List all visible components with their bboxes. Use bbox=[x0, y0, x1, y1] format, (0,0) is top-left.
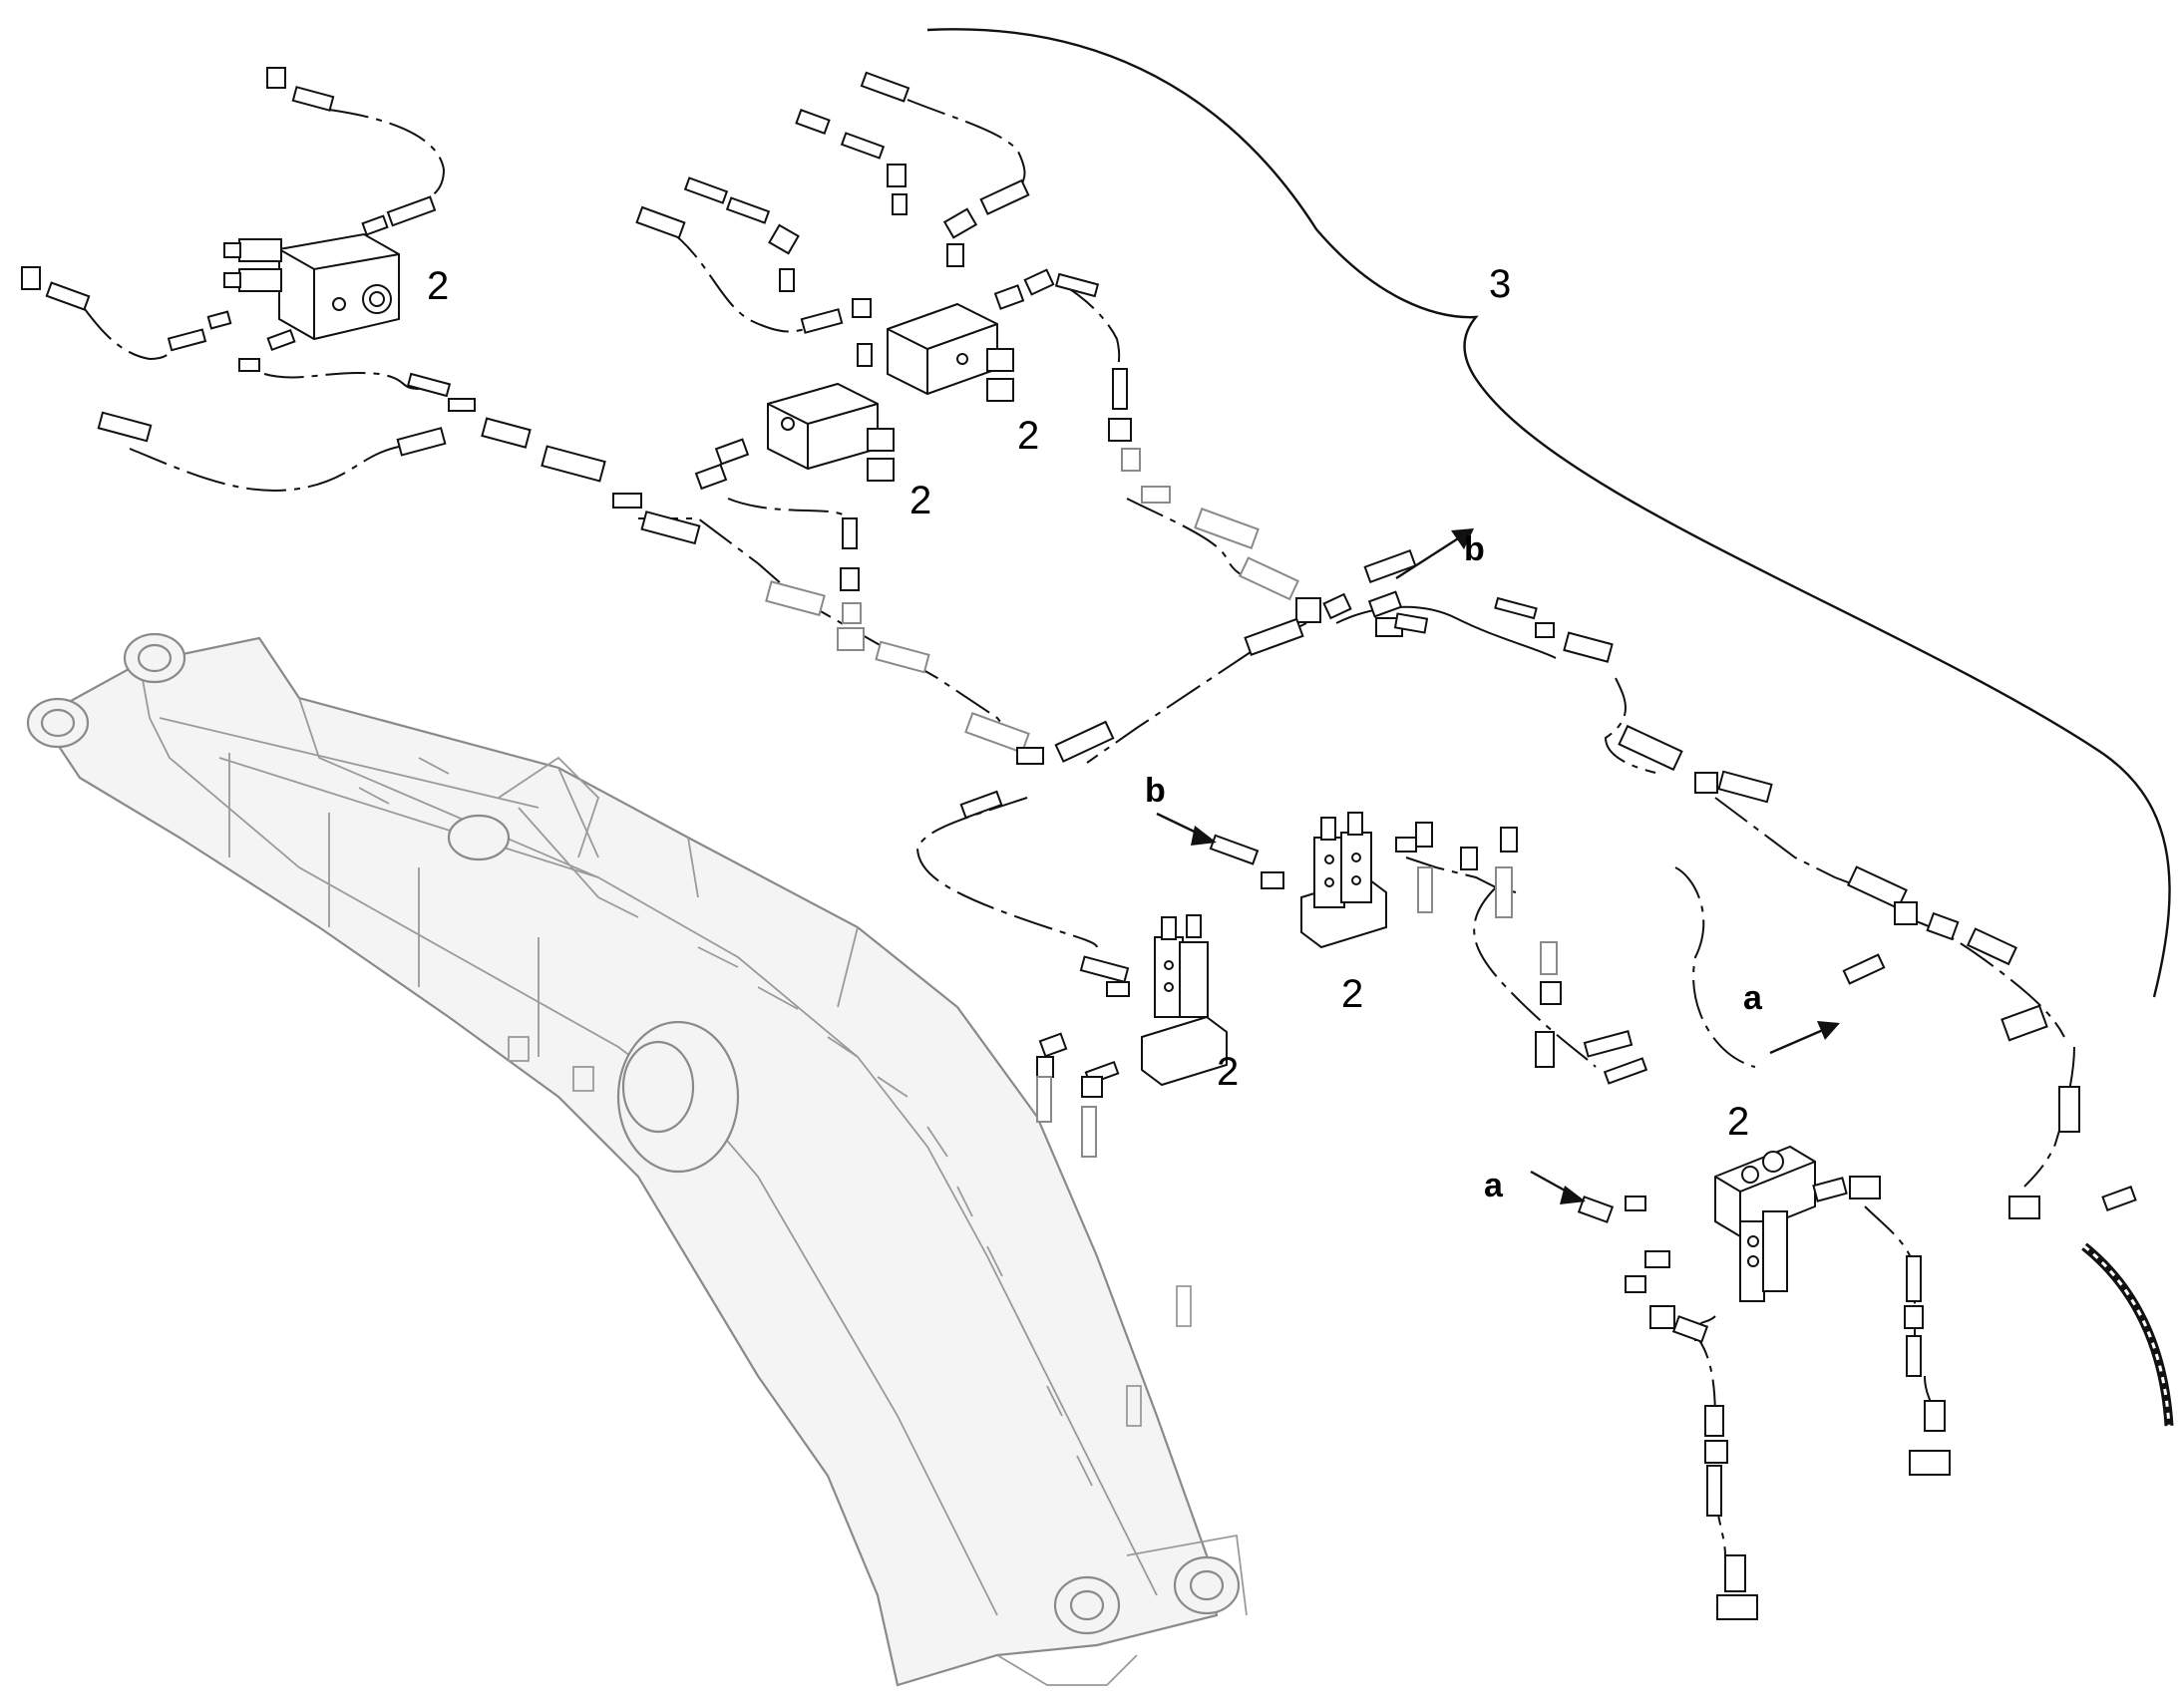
callout-2-lower-left: 2 bbox=[1217, 1050, 1239, 1094]
callout-a-right: a bbox=[1743, 979, 1763, 1017]
callout-labels: 2 2 2 3 2 2 2 b b a a bbox=[427, 262, 1763, 1204]
valve-block-upper-center-left bbox=[767, 382, 895, 482]
valve-block-lower-right bbox=[1714, 1145, 1816, 1302]
valve-block-top-left bbox=[223, 232, 400, 341]
callout-b-center: b bbox=[1145, 772, 1166, 810]
connection-arrows bbox=[1156, 528, 1840, 1204]
callout-2-center: 2 bbox=[1341, 972, 1363, 1016]
valve-block-lower-left bbox=[1141, 914, 1228, 1087]
valve-block-upper-center-right bbox=[887, 302, 1014, 402]
fittings bbox=[21, 67, 2137, 1620]
callout-2-lower-right: 2 bbox=[1727, 1100, 1749, 1144]
callout-2-top-left: 2 bbox=[427, 264, 449, 308]
flexible-hose bbox=[2081, 1242, 2174, 1427]
callout-b-upper: b bbox=[1464, 530, 1485, 568]
group-brace bbox=[926, 28, 2171, 998]
callout-a-lower: a bbox=[1484, 1167, 1504, 1204]
flexible-hose-core bbox=[2083, 1244, 2171, 1427]
valve-block-center bbox=[1300, 812, 1387, 949]
callout-2-upper-left: 2 bbox=[909, 479, 931, 522]
callout-2-upper-right: 2 bbox=[1017, 414, 1039, 458]
callout-3: 3 bbox=[1489, 262, 1511, 306]
boom-assembly bbox=[26, 632, 1248, 1687]
